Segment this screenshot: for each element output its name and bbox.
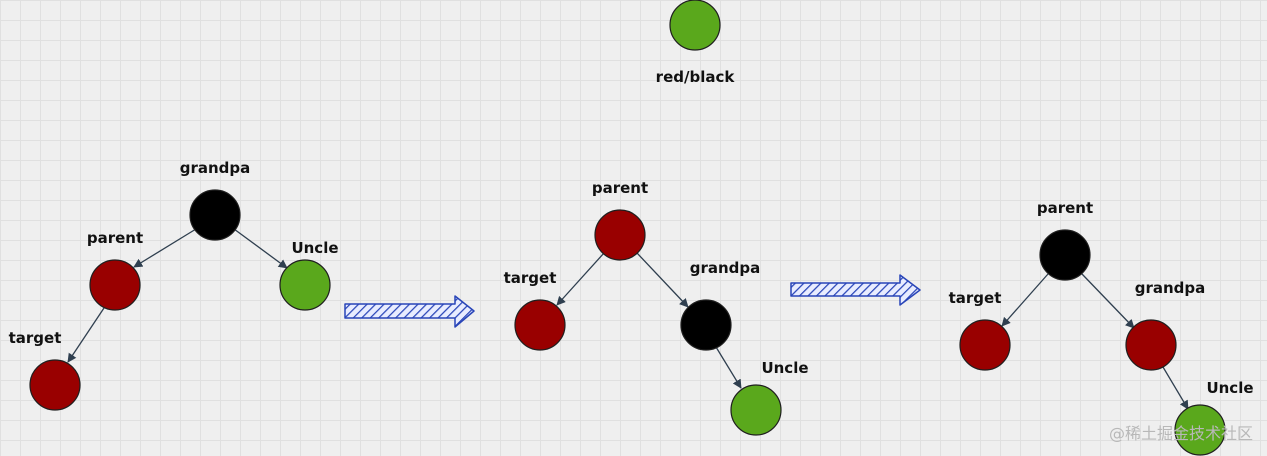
label-uncle: Uncle <box>1206 379 1253 397</box>
node-parent <box>1039 229 1091 281</box>
label-grandpa: grandpa <box>180 159 251 177</box>
edge-parent-target <box>1001 273 1049 327</box>
edge-parent-grandpa <box>636 252 689 308</box>
legend-label: red/black <box>656 68 736 86</box>
stage-after-recolor: parent target grandpa Uncle <box>949 199 1254 456</box>
watermark-text: @稀土掘金技术社区 <box>1108 424 1253 443</box>
edge-parent-target <box>556 252 605 306</box>
legend-node <box>669 0 721 51</box>
edge-parent-grandpa <box>1081 273 1135 329</box>
block-arrow-right <box>344 295 475 328</box>
label-parent: parent <box>592 179 648 197</box>
label-parent: parent <box>1037 199 1093 217</box>
legend: red/black <box>656 0 736 86</box>
label-target: target <box>949 289 1002 307</box>
label-parent: parent <box>87 229 143 247</box>
edge-grandpa-uncle <box>1162 366 1189 410</box>
node-target <box>29 359 81 411</box>
edge-grandpa-parent <box>133 228 197 268</box>
node-uncle <box>730 384 782 436</box>
transition-arrow-2 <box>790 274 921 306</box>
node-uncle <box>1174 404 1226 456</box>
node-parent <box>594 209 646 261</box>
node-grandpa <box>189 189 241 241</box>
label-target: target <box>9 329 62 347</box>
node-target <box>959 319 1011 371</box>
label-uncle: Uncle <box>761 359 808 377</box>
stage-after-rotation: parent target grandpa Uncle <box>504 179 809 436</box>
node-grandpa <box>680 299 732 351</box>
stage-before-rotation: grandpa parent Uncle target <box>9 159 339 411</box>
transition-arrow-1 <box>344 295 475 328</box>
block-arrow-right <box>790 274 921 306</box>
label-grandpa: grandpa <box>1135 279 1206 297</box>
label-target: target <box>504 269 557 287</box>
node-grandpa <box>1125 319 1177 371</box>
node-target <box>514 299 566 351</box>
label-uncle: Uncle <box>291 239 338 257</box>
node-uncle <box>279 259 331 311</box>
label-grandpa: grandpa <box>690 259 761 277</box>
edge-grandpa-uncle <box>715 346 742 389</box>
edge-grandpa-uncle <box>233 228 288 269</box>
node-parent <box>89 259 141 311</box>
edge-parent-target <box>67 307 105 363</box>
